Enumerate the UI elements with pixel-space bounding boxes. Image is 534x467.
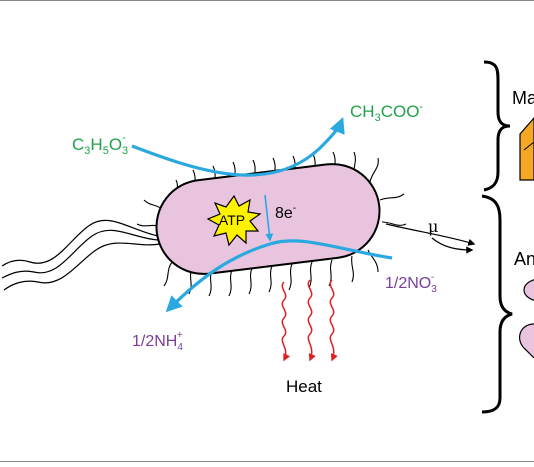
nitrate-label: 1/2NO3- — [385, 272, 437, 295]
ammonium-label: 1/2NH4+ — [132, 330, 183, 353]
acetate-label: CH3COO- — [350, 101, 423, 124]
right-panel-mid-label: An — [514, 249, 534, 269]
atp-label: ATP — [219, 212, 245, 228]
right-panel-cell-1 — [523, 279, 534, 301]
substrate-label: C3H5O3- — [72, 132, 128, 157]
flagella — [1, 219, 161, 291]
growth-arrow — [385, 223, 476, 246]
brace-bottom — [481, 194, 513, 414]
mu-label: μ — [428, 217, 438, 236]
heat-label: Heat — [286, 377, 322, 396]
brace-top — [483, 60, 511, 192]
right-panel-cell-2 — [518, 323, 534, 359]
heat-arrows — [281, 279, 338, 362]
growth-arrow-secondary — [431, 237, 474, 254]
right-panel-top-icon-detail — [523, 141, 534, 151]
atp-starburst — [206, 194, 262, 247]
electrons-label: 8e- — [275, 203, 296, 222]
right-panel-top-label: Ma — [512, 88, 534, 108]
substrate-to-acetate-arrow — [131, 117, 345, 177]
electron-arrow — [264, 194, 274, 242]
frame-top-border — [0, 0, 534, 1]
right-panel-top-icon — [519, 117, 534, 181]
nitrate-to-ammonium-arrow — [165, 239, 393, 313]
